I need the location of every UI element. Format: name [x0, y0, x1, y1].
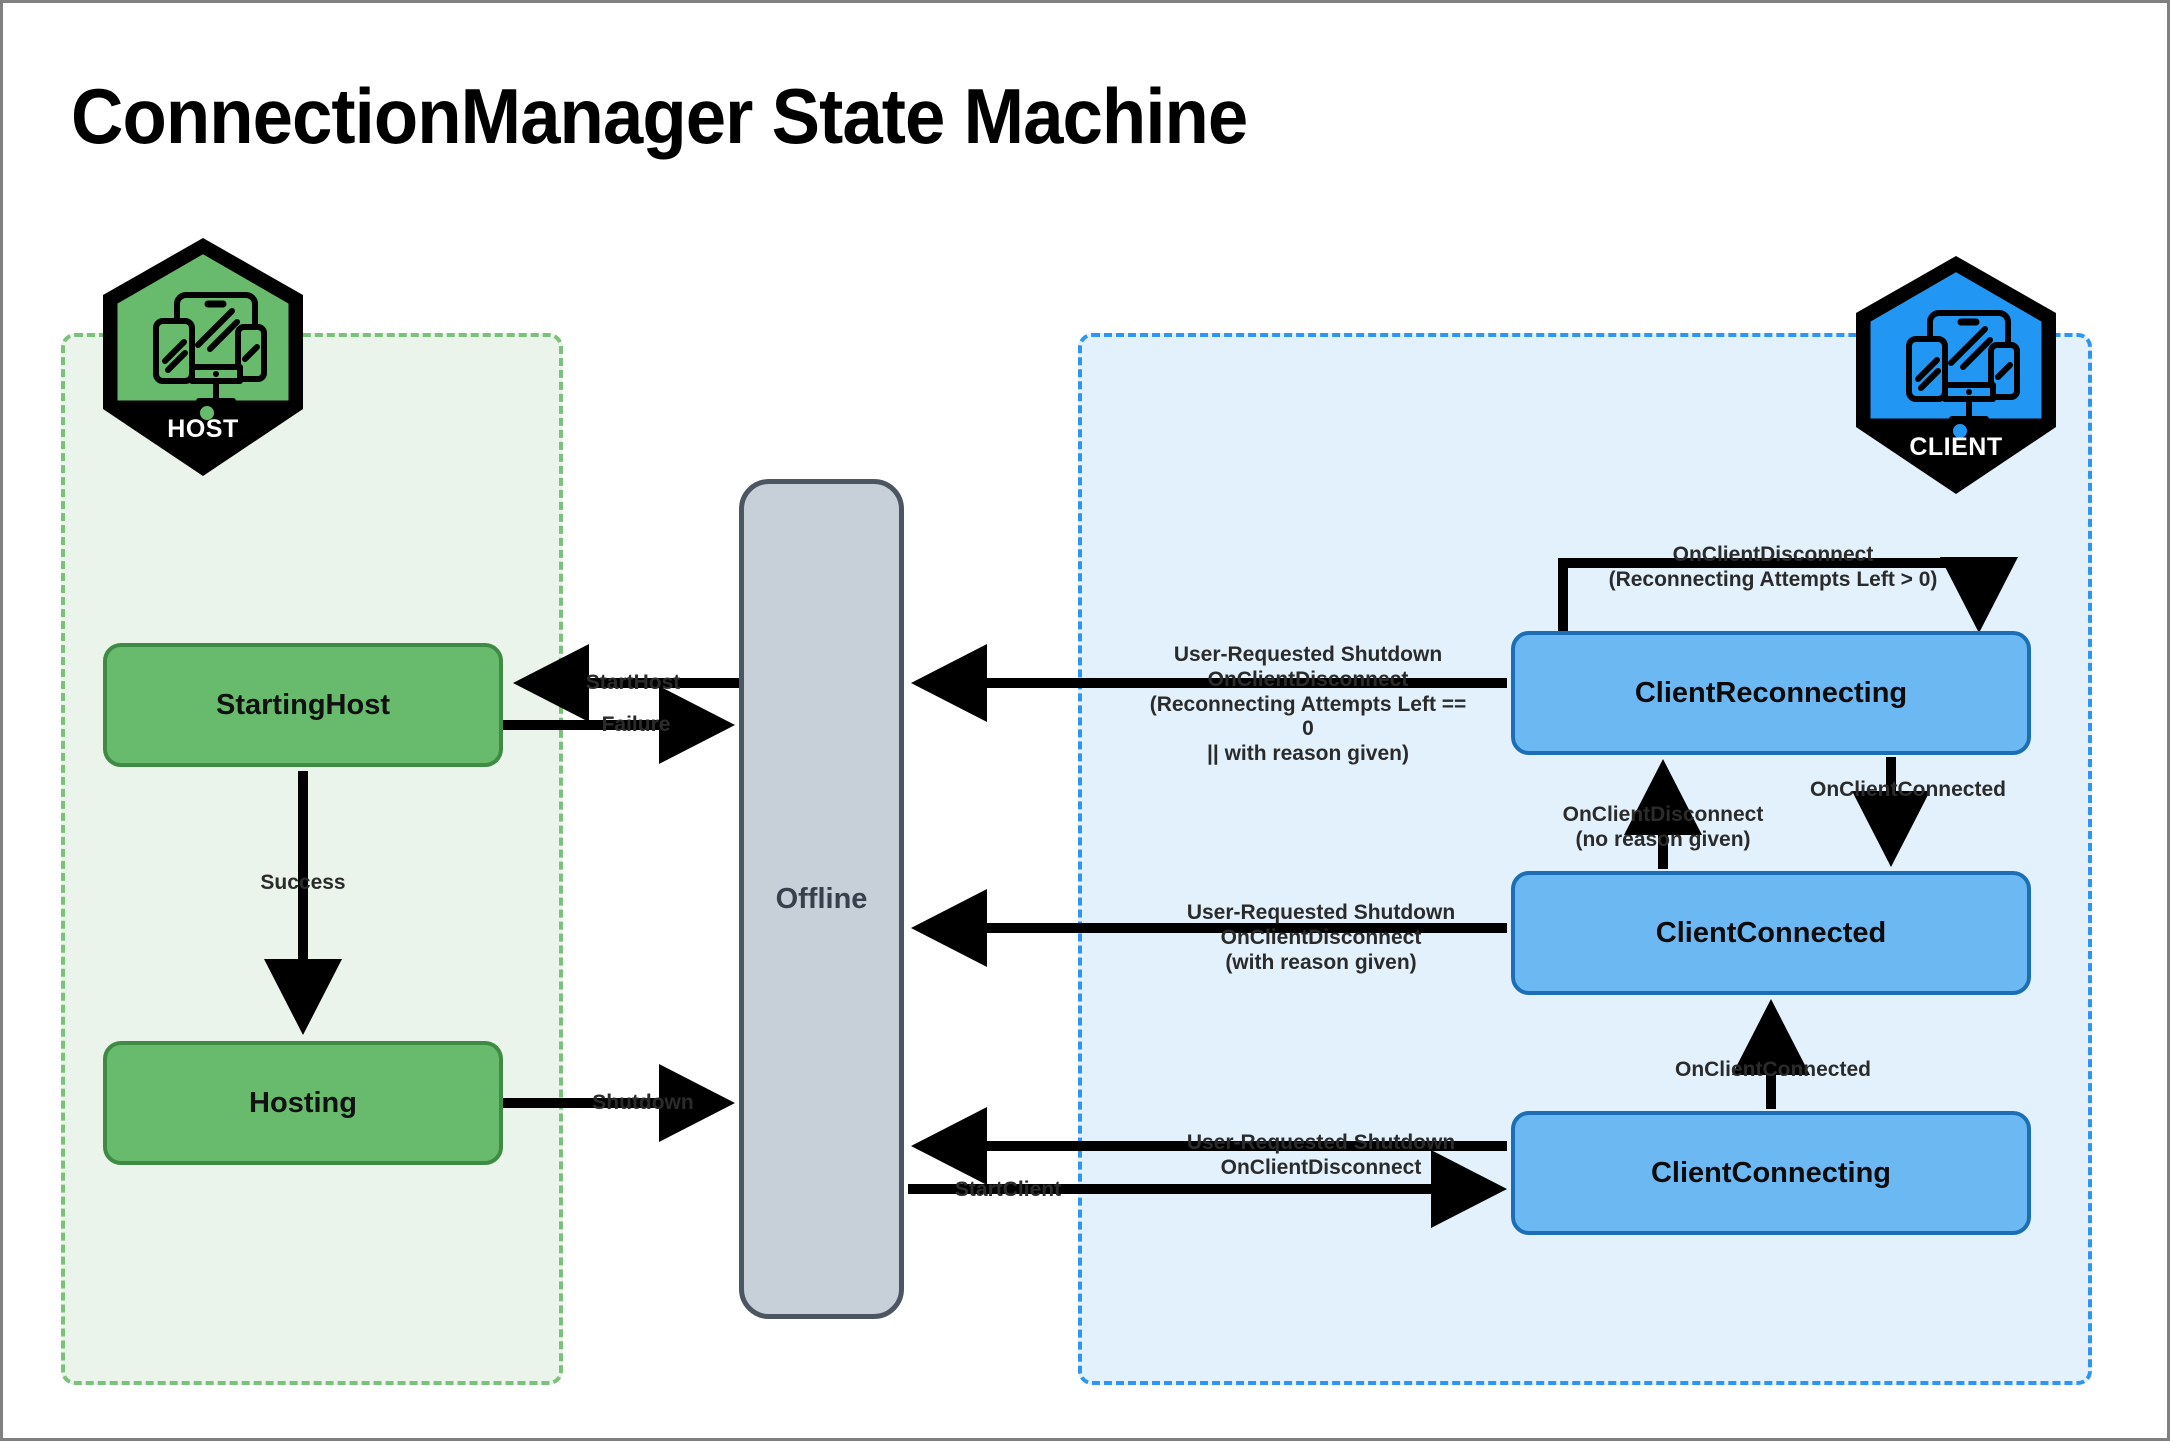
edge-label-shutdown: Shutdown [592, 1091, 694, 1114]
state-node-hosting[interactable]: Hosting [103, 1041, 503, 1165]
host-group-container [61, 333, 563, 1385]
state-node-client-reconnecting[interactable]: ClientReconnecting [1511, 631, 2031, 755]
client-badge: CLIENT [1848, 251, 2064, 499]
page-title: ConnectionManager State Machine [71, 72, 1248, 160]
edge-label-connected-offline: User-Requested Shutdown OnClientDisconne… [1186, 901, 1456, 974]
state-node-starting-host[interactable]: StartingHost [103, 643, 503, 767]
edge-label-start-host: StartHost [585, 671, 681, 694]
edge-label-failure: Failure [601, 713, 671, 736]
client-badge-label: CLIENT [1909, 433, 2003, 461]
host-badge-label: HOST [167, 415, 239, 443]
edge-label-connecting-offline: User-Requested Shutdown OnClientDisconne… [1186, 1131, 1456, 1179]
state-node-client-connected[interactable]: ClientConnected [1511, 871, 2031, 995]
edge-label-start-client: StartClient [954, 1178, 1062, 1201]
state-node-client-connecting[interactable]: ClientConnecting [1511, 1111, 2031, 1235]
edge-label-reconnecting-offline: User-Requested Shutdown OnClientDisconne… [1149, 643, 1467, 766]
edge-label-reconnecting-connected: OnClientConnected [1809, 778, 2006, 801]
host-badge: HOST [95, 233, 311, 481]
edge-label-reconnect-self-loop: OnClientDisconnect (Reconnecting Attempt… [1608, 543, 1938, 591]
edge-label-success: Success [260, 871, 346, 894]
state-node-offline[interactable]: Offline [739, 479, 904, 1319]
devices-icon [103, 238, 303, 476]
edge-label-connecting-connected: OnClientConnected [1674, 1058, 1871, 1081]
devices-icon [1856, 256, 2056, 494]
edge-label-connected-reconnecting: OnClientDisconnect (no reason given) [1562, 803, 1764, 851]
